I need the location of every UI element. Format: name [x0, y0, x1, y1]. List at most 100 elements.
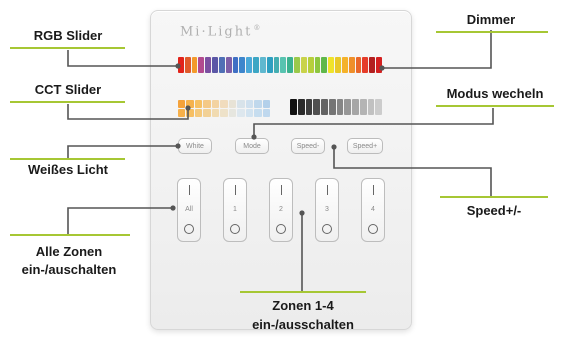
- alle-zonen-label: Alle Zonen: [35, 244, 103, 259]
- cct-swatch: [186, 100, 194, 108]
- modus-label: Modus wecheln: [446, 86, 544, 101]
- rgb-swatch: [225, 57, 232, 73]
- zone-label: 3: [325, 206, 329, 213]
- zone-1-switch[interactable]: 1: [223, 178, 247, 242]
- cct-swatch: [203, 109, 211, 117]
- cct-swatch: [245, 100, 254, 108]
- speed-leader: [333, 147, 492, 196]
- cct-swatch: [237, 109, 245, 117]
- modus-leader: [253, 108, 494, 136]
- power-off-icon: [368, 224, 378, 234]
- cct-swatch: [178, 100, 186, 108]
- rgb-swatch: [369, 57, 376, 73]
- rgb-swatch: [184, 57, 191, 73]
- power-off-icon: [230, 224, 240, 234]
- rgb-leader-dot: [175, 63, 181, 69]
- dimmer-leader-dot: [379, 65, 385, 71]
- rgb-swatch: [376, 57, 382, 73]
- rgb-swatch: [212, 57, 218, 73]
- rgb-swatch: [273, 57, 280, 73]
- speed-plus-button[interactable]: Speed+: [347, 138, 383, 154]
- alle-zonen-leader-dot: [170, 205, 176, 211]
- zone-3-switch[interactable]: 3: [315, 178, 339, 242]
- cct-swatch: [194, 109, 203, 117]
- rgb-swatch: [341, 57, 348, 73]
- rgb-leader: [67, 50, 178, 67]
- modus-leader-dot: [251, 134, 257, 140]
- dimmer-swatch: [367, 99, 375, 115]
- rgb-swatch: [218, 57, 225, 73]
- cct-swatch: [254, 100, 262, 108]
- cct-swatch: [220, 100, 228, 108]
- rgb-swatch: [191, 57, 198, 73]
- zone-all-switch[interactable]: All: [177, 178, 201, 242]
- power-on-icon: [235, 185, 236, 195]
- dimmer-swatch: [321, 99, 328, 115]
- rgb-swatch: [178, 57, 184, 73]
- cct-swatch: [186, 109, 194, 117]
- dimmer-swatch: [336, 99, 344, 115]
- rgb-swatch: [287, 57, 294, 73]
- speed-underline: [440, 196, 548, 198]
- cct-swatch: [237, 100, 245, 108]
- weisses-licht-label: Weißes Licht: [28, 162, 108, 177]
- rgb-slider-underline: [10, 47, 125, 49]
- rgb-swatch: [266, 57, 273, 73]
- cct-swatch: [178, 109, 186, 117]
- rgb-swatch: [355, 57, 362, 73]
- zone-label: 2: [279, 206, 283, 213]
- zone-label: 4: [371, 206, 375, 213]
- power-on-icon: [281, 185, 282, 195]
- dimmer-slider[interactable]: [290, 99, 382, 115]
- brand-logo: Mi·Light®: [180, 24, 261, 40]
- power-on-icon: [189, 185, 190, 195]
- rgb-swatch: [335, 57, 341, 73]
- rgb-swatch: [280, 57, 287, 73]
- rgb-swatch: [321, 57, 328, 73]
- cct-leader-dot: [185, 105, 191, 111]
- cct-swatch: [211, 100, 220, 108]
- dimmer-swatch: [359, 99, 367, 115]
- zone-label: All: [185, 206, 193, 213]
- dimmer-label: Dimmer: [466, 12, 516, 27]
- dimmer-swatch: [352, 99, 359, 115]
- weisses-licht-underline: [10, 158, 125, 160]
- rgb-swatch: [300, 57, 307, 73]
- cct-swatch: [194, 100, 203, 108]
- rgb-swatch: [232, 57, 239, 73]
- cct-swatch: [220, 109, 228, 117]
- cct-swatch: [262, 109, 270, 117]
- rgb-slider[interactable]: [178, 57, 382, 73]
- cct-swatch: [228, 100, 237, 108]
- dimmer-swatch: [297, 99, 305, 115]
- dimmer-swatch: [313, 99, 320, 115]
- cct-swatch: [211, 109, 220, 117]
- weisses-licht-leader-dot: [175, 143, 181, 149]
- rgb-swatch: [259, 57, 266, 73]
- dimmer-underline: [436, 31, 548, 33]
- zone-2-switch[interactable]: 2: [269, 178, 293, 242]
- modus-underline: [436, 105, 554, 107]
- dimmer-swatch: [305, 99, 313, 115]
- zone-4-switch[interactable]: 4: [361, 178, 385, 242]
- rgb-swatch: [328, 57, 335, 73]
- speed-label: Speed+/-: [466, 203, 522, 218]
- cct-leader: [67, 104, 189, 120]
- power-on-icon: [373, 185, 374, 195]
- power-off-icon: [276, 224, 286, 234]
- cct-swatch: [203, 100, 211, 108]
- rgb-swatch: [362, 57, 369, 73]
- speed-minus-button[interactable]: Speed-: [291, 138, 325, 154]
- cct-slider-underline: [10, 101, 125, 103]
- alle-zonen-sublabel: ein-/auschalten: [21, 262, 117, 277]
- cct-slider[interactable]: [178, 100, 270, 117]
- cct-swatch: [254, 109, 262, 117]
- rgb-slider-label: RGB Slider: [33, 28, 103, 43]
- rgb-swatch: [314, 57, 321, 73]
- rgb-swatch: [348, 57, 355, 73]
- zonen-label: Zonen 1-4: [272, 298, 334, 313]
- rgb-swatch: [205, 57, 212, 73]
- dimmer-swatch: [344, 99, 351, 115]
- power-off-icon: [184, 224, 194, 234]
